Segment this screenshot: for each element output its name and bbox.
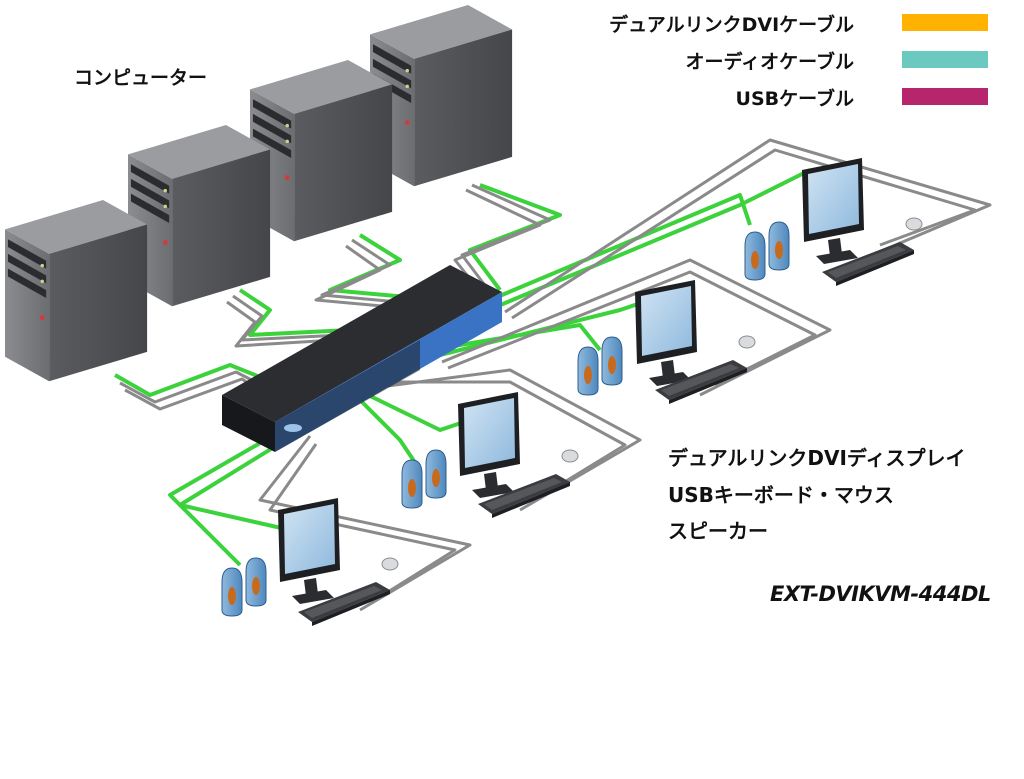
computer-3 (250, 60, 393, 242)
kvm-switch (222, 265, 502, 452)
speakers-icon (577, 336, 623, 396)
station-b (577, 280, 756, 405)
legend-swatch (902, 14, 988, 31)
legend-swatch (902, 88, 988, 105)
station-label-speakers: スピーカー (668, 519, 768, 543)
legend-item-audio: オーディオケーブル (540, 47, 990, 73)
legend-item-usb: USBケーブル (540, 84, 990, 110)
legend-item-dvi: デュアルリンクDVIケーブル (540, 10, 990, 36)
station-label-keyboard-mouse: USBキーボード・マウス (668, 483, 894, 507)
monitor-icon (278, 498, 340, 604)
speakers-icon (744, 221, 790, 281)
model-number: EXT-DVIKVM-444DL (770, 582, 991, 606)
station-d (221, 498, 399, 627)
computer-2 (128, 125, 271, 307)
station-c (401, 392, 579, 519)
speakers-icon (221, 557, 267, 617)
computer-cables (114, 183, 562, 411)
legend-label: USBケーブル (735, 88, 854, 110)
legend-label: デュアルリンクDVIケーブル (609, 14, 854, 36)
station-label-display: デュアルリンクDVIディスプレイ (668, 446, 966, 470)
monitor-icon (635, 280, 697, 386)
speakers-icon (401, 449, 447, 509)
computers-label: コンピューター (74, 67, 208, 89)
monitor-icon (458, 392, 520, 498)
computer-1 (5, 200, 148, 382)
kvm-logo-icon (284, 424, 302, 432)
legend-swatch (902, 51, 988, 68)
legend-label: オーディオケーブル (685, 51, 854, 73)
station-cables (168, 138, 992, 612)
monitor-icon (802, 158, 864, 264)
